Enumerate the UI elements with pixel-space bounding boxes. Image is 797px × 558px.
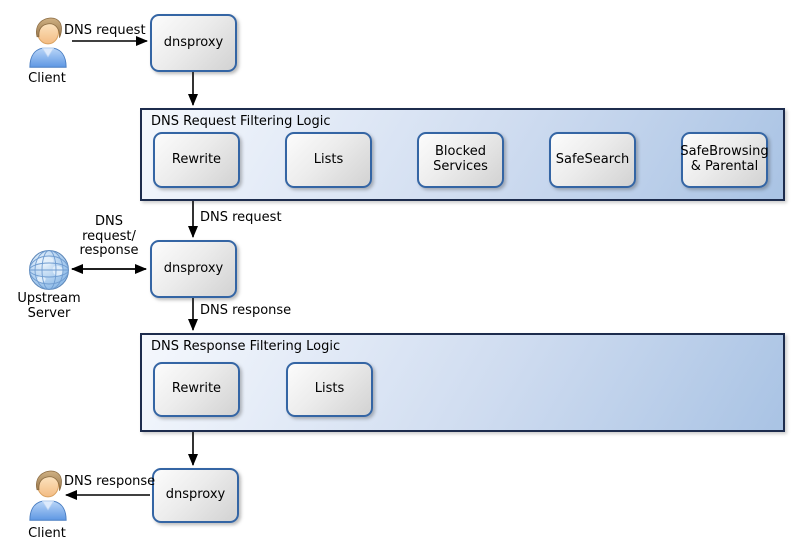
edge-label-dns-response: DNS response bbox=[200, 303, 292, 318]
client-node bbox=[27, 13, 69, 70]
dnsproxy-node: dnsproxy bbox=[150, 14, 237, 72]
edge-label-dns-request: DNS request bbox=[64, 23, 146, 38]
request-filter-title: DNS Request Filtering Logic bbox=[151, 114, 331, 129]
client-label: Client bbox=[28, 71, 66, 86]
dnsproxy-node: dnsproxy bbox=[152, 468, 239, 523]
filter-step-label: SafeSearch bbox=[555, 151, 630, 167]
filter-step-safesearch: SafeSearch bbox=[549, 132, 636, 188]
filter-step-rewrite: Rewrite bbox=[153, 362, 240, 417]
edge-label-dns-request: DNS request bbox=[200, 210, 282, 225]
client-node bbox=[27, 466, 69, 523]
upstream-server-node bbox=[28, 249, 70, 291]
globe-icon bbox=[29, 250, 69, 290]
dnsproxy-node: dnsproxy bbox=[150, 240, 237, 298]
person-icon bbox=[29, 470, 67, 521]
filter-step-label: Lists bbox=[314, 381, 345, 397]
filter-step-label: Lists bbox=[313, 151, 344, 167]
filter-step-label: SafeBrowsing & Parental bbox=[680, 144, 769, 174]
response-filter-title: DNS Response Filtering Logic bbox=[151, 339, 341, 354]
filter-step-rewrite: Rewrite bbox=[153, 132, 240, 188]
person-icon bbox=[29, 17, 67, 68]
client-label: Client bbox=[28, 526, 66, 541]
response-filter-group: DNS Response Filtering Logic Rewrite Lis… bbox=[140, 333, 785, 432]
edge-label-dns-request-response: DNS request/ response bbox=[79, 214, 139, 259]
dnsproxy-label: dnsproxy bbox=[163, 34, 224, 50]
upstream-server-label: Upstream Server bbox=[17, 291, 81, 321]
dnsproxy-label: dnsproxy bbox=[165, 487, 226, 503]
request-filter-group: DNS Request Filtering Logic Rewrite List… bbox=[140, 108, 785, 201]
dnsproxy-label: dnsproxy bbox=[163, 260, 224, 276]
filter-step-label: Rewrite bbox=[171, 151, 222, 167]
filter-step-blocked-services: Blocked Services bbox=[417, 132, 504, 188]
edge-label-dns-response: DNS response bbox=[64, 474, 156, 489]
filter-step-lists: Lists bbox=[285, 132, 372, 188]
filter-step-lists: Lists bbox=[286, 362, 373, 417]
filter-step-label: Rewrite bbox=[171, 381, 222, 397]
filter-step-safebrowsing-parental: SafeBrowsing & Parental bbox=[680, 132, 769, 188]
filter-step-label: Blocked Services bbox=[433, 144, 488, 174]
